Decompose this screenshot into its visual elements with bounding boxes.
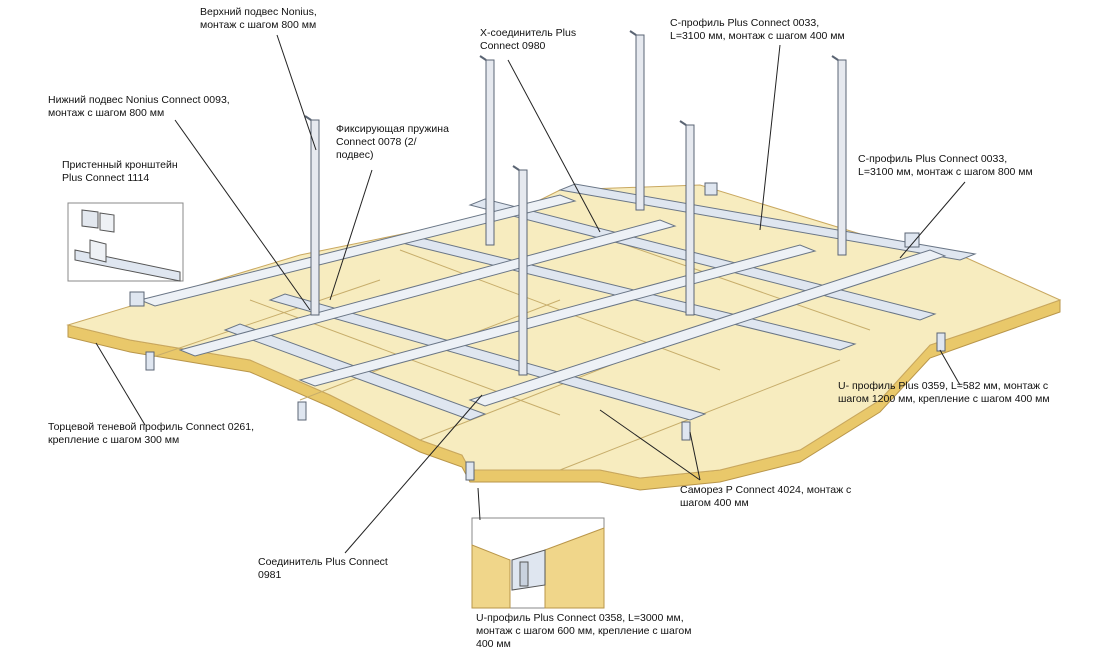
label-spring: Фиксирующая пружина Connect 0078 (2/ под…	[336, 123, 449, 162]
label-x-connector-line2: Connect 0980	[480, 40, 546, 52]
label-screw-line1: Саморез P Connect 4024, монтаж с	[680, 484, 852, 496]
label-u-profile-0359-line2: шагом 1200 мм, крепление с шагом 400 мм	[838, 393, 1050, 405]
u-profile-inset	[471, 517, 605, 609]
label-spring-line3: подвес)	[336, 149, 374, 161]
label-wall-bracket-line2: Plus Connect 1114	[62, 172, 150, 184]
label-connector-0981: Соединитель Plus Connect 0981	[258, 556, 388, 582]
hanger-rods	[310, 34, 847, 376]
label-screw-line2: шагом 400 мм	[680, 497, 749, 509]
hanger-hooks	[304, 30, 839, 171]
label-shadow-profile-line1: Торцевой теневой профиль Connect 0261,	[48, 421, 255, 433]
label-x-connector-line1: Х-соединитель Plus	[480, 27, 577, 39]
label-u-profile-0359: U- профиль Plus 0359, L=582 мм, монтаж с…	[838, 380, 1050, 406]
label-u-profile-0358-line2: монтаж с шагом 600 мм, крепление с шагом	[476, 625, 692, 637]
label-u-profile-0358-line1: U-профиль Plus Connect 0358, L=3000 мм,	[476, 612, 684, 624]
leader-lines	[95, 34, 966, 554]
label-connector-0981-line2: 0981	[258, 569, 282, 581]
label-c-profile-400-line2: L=3100 мм, монтаж с шагом 400 мм	[670, 30, 845, 42]
label-shadow-profile: Торцевой теневой профиль Connect 0261, к…	[48, 421, 254, 447]
label-bottom-hanger: Нижний подвес Nonius Connect 0093, монта…	[48, 94, 230, 120]
label-x-connector: Х-соединитель Plus Connect 0980	[480, 27, 576, 53]
label-top-hanger-line1: Верхний подвес Nonius,	[200, 6, 317, 18]
wall-brackets	[129, 182, 920, 307]
label-c-profile-800-line1: С-профиль Plus Connect 0033,	[858, 153, 1008, 165]
label-shadow-profile-line2: крепление с шагом 300 мм	[48, 434, 180, 446]
wall-bracket-inset	[67, 202, 184, 282]
label-c-profile-400-line1: С-профиль Plus Connect 0033,	[670, 17, 820, 29]
label-screw: Саморез P Connect 4024, монтаж с шагом 4…	[680, 484, 851, 510]
label-c-profile-800-line2: L=3100 мм, монтаж с шагом 800 мм	[858, 166, 1033, 178]
label-u-profile-0358: U-профиль Plus Connect 0358, L=3000 мм, …	[476, 612, 691, 651]
label-top-hanger-line2: монтаж с шагом 800 мм	[200, 19, 317, 31]
label-c-profile-800: С-профиль Plus Connect 0033, L=3100 мм, …	[858, 153, 1033, 179]
label-bottom-hanger-line2: монтаж с шагом 800 мм	[48, 107, 165, 119]
label-spring-line2: Connect 0078 (2/	[336, 136, 417, 148]
label-spring-line1: Фиксирующая пружина	[336, 123, 449, 135]
label-connector-0981-line1: Соединитель Plus Connect	[258, 556, 388, 568]
label-u-profile-0359-line1: U- профиль Plus 0359, L=582 мм, монтаж с	[838, 380, 1049, 392]
label-top-hanger: Верхний подвес Nonius, монтаж с шагом 80…	[200, 6, 317, 32]
edge-u-profiles	[145, 332, 946, 481]
label-c-profile-400: С-профиль Plus Connect 0033, L=3100 мм, …	[670, 17, 845, 43]
label-bottom-hanger-line1: Нижний подвес Nonius Connect 0093,	[48, 94, 230, 106]
label-u-profile-0358-line3: 400 мм	[476, 638, 511, 650]
label-wall-bracket: Пристенный кронштейн Plus Connect 1114	[62, 159, 178, 185]
label-wall-bracket-line1: Пристенный кронштейн	[62, 159, 178, 171]
